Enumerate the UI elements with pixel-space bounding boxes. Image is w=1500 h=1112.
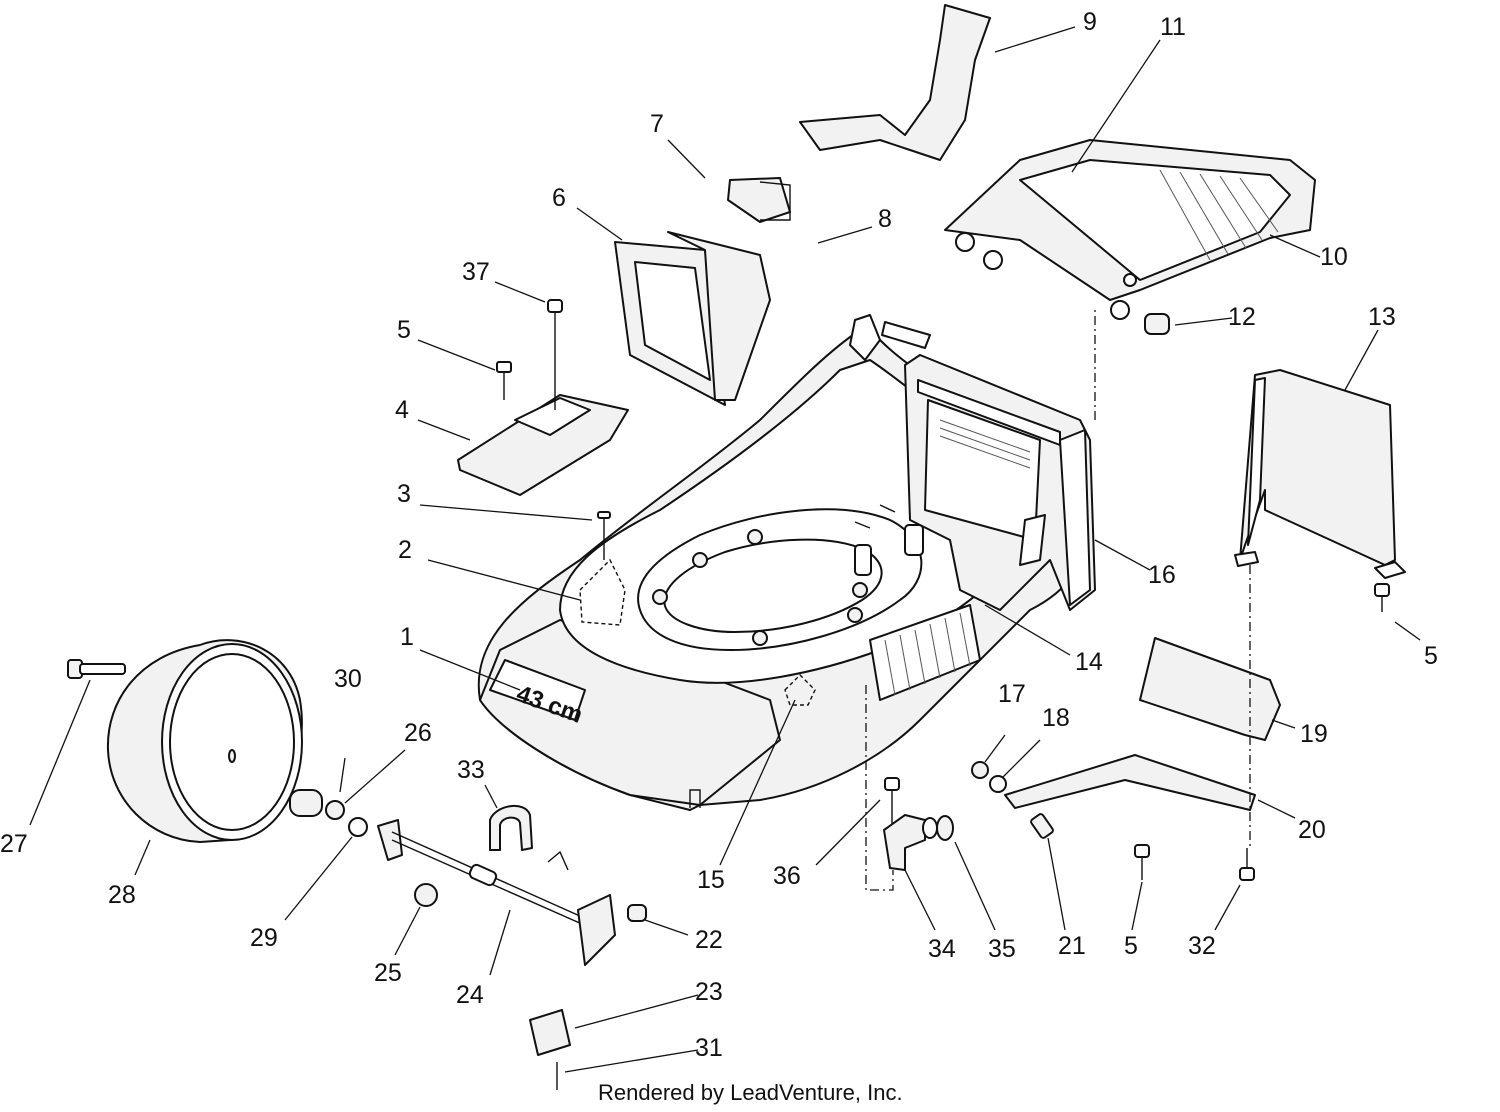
callout-4: 4 <box>395 396 409 424</box>
callout-24: 24 <box>456 981 484 1009</box>
part-13-shield <box>1234 369 1406 579</box>
callout-labels: 1 2 3 4 5 5 5 6 7 8 9 10 11 12 13 14 15 … <box>0 8 1438 1062</box>
callout-5-lower: 5 <box>1124 932 1138 960</box>
callout-35: 35 <box>988 935 1016 963</box>
callout-1: 1 <box>400 623 414 651</box>
callout-31: 31 <box>695 1034 723 1062</box>
callout-36: 36 <box>773 862 801 890</box>
callout-25: 25 <box>374 959 402 987</box>
side-vent <box>869 604 981 701</box>
callout-7: 7 <box>650 110 664 138</box>
callout-10: 10 <box>1320 243 1348 271</box>
callout-37: 37 <box>462 258 490 286</box>
callout-15: 15 <box>697 866 725 894</box>
callout-3: 3 <box>397 480 411 508</box>
part-6-chute <box>614 231 771 406</box>
part-34-36-fittings <box>883 777 954 871</box>
leader-lines <box>29 26 1421 1073</box>
part-9-handle <box>799 4 991 161</box>
part-10-cover <box>944 139 1316 320</box>
callout-34: 34 <box>928 935 956 963</box>
callout-9: 9 <box>1083 8 1097 36</box>
callout-32: 32 <box>1188 932 1216 960</box>
callout-8: 8 <box>878 205 892 233</box>
callout-5-right: 5 <box>1424 642 1438 670</box>
callout-19: 19 <box>1300 720 1328 748</box>
callout-14: 14 <box>1075 648 1103 676</box>
alignment-lines <box>865 310 1251 891</box>
callout-11: 11 <box>1160 13 1186 41</box>
callout-21: 21 <box>1058 932 1086 960</box>
cover-ribs <box>1159 169 1279 261</box>
part-7-clip <box>727 177 791 223</box>
callout-33: 33 <box>457 756 485 784</box>
dashed-parts <box>579 511 816 706</box>
hardware <box>971 583 1390 881</box>
callout-20: 20 <box>1298 816 1326 844</box>
callout-22: 22 <box>695 926 723 954</box>
callout-26: 26 <box>404 719 432 747</box>
callout-12: 12 <box>1228 303 1256 331</box>
callout-23: 23 <box>695 978 723 1006</box>
callout-18: 18 <box>1042 704 1070 732</box>
callout-30: 30 <box>334 665 362 693</box>
render-credit: Rendered by LeadVenture, Inc. <box>598 1080 903 1105</box>
part-19-20-brackets <box>1004 637 1281 811</box>
callout-27: 27 <box>0 830 28 858</box>
callout-16: 16 <box>1148 561 1176 589</box>
wheel-assembly <box>67 639 647 1090</box>
callout-29: 29 <box>250 924 278 952</box>
callout-5-upper: 5 <box>397 316 411 344</box>
callout-17: 17 <box>998 680 1026 708</box>
vent-lines <box>939 419 1031 469</box>
callout-6: 6 <box>552 184 566 212</box>
callout-2: 2 <box>398 536 412 564</box>
rear-housing <box>849 314 1096 701</box>
callout-13: 13 <box>1368 303 1396 331</box>
part-12-nut <box>1144 313 1170 335</box>
part-4-bracket <box>457 299 629 496</box>
callout-28: 28 <box>108 881 136 909</box>
